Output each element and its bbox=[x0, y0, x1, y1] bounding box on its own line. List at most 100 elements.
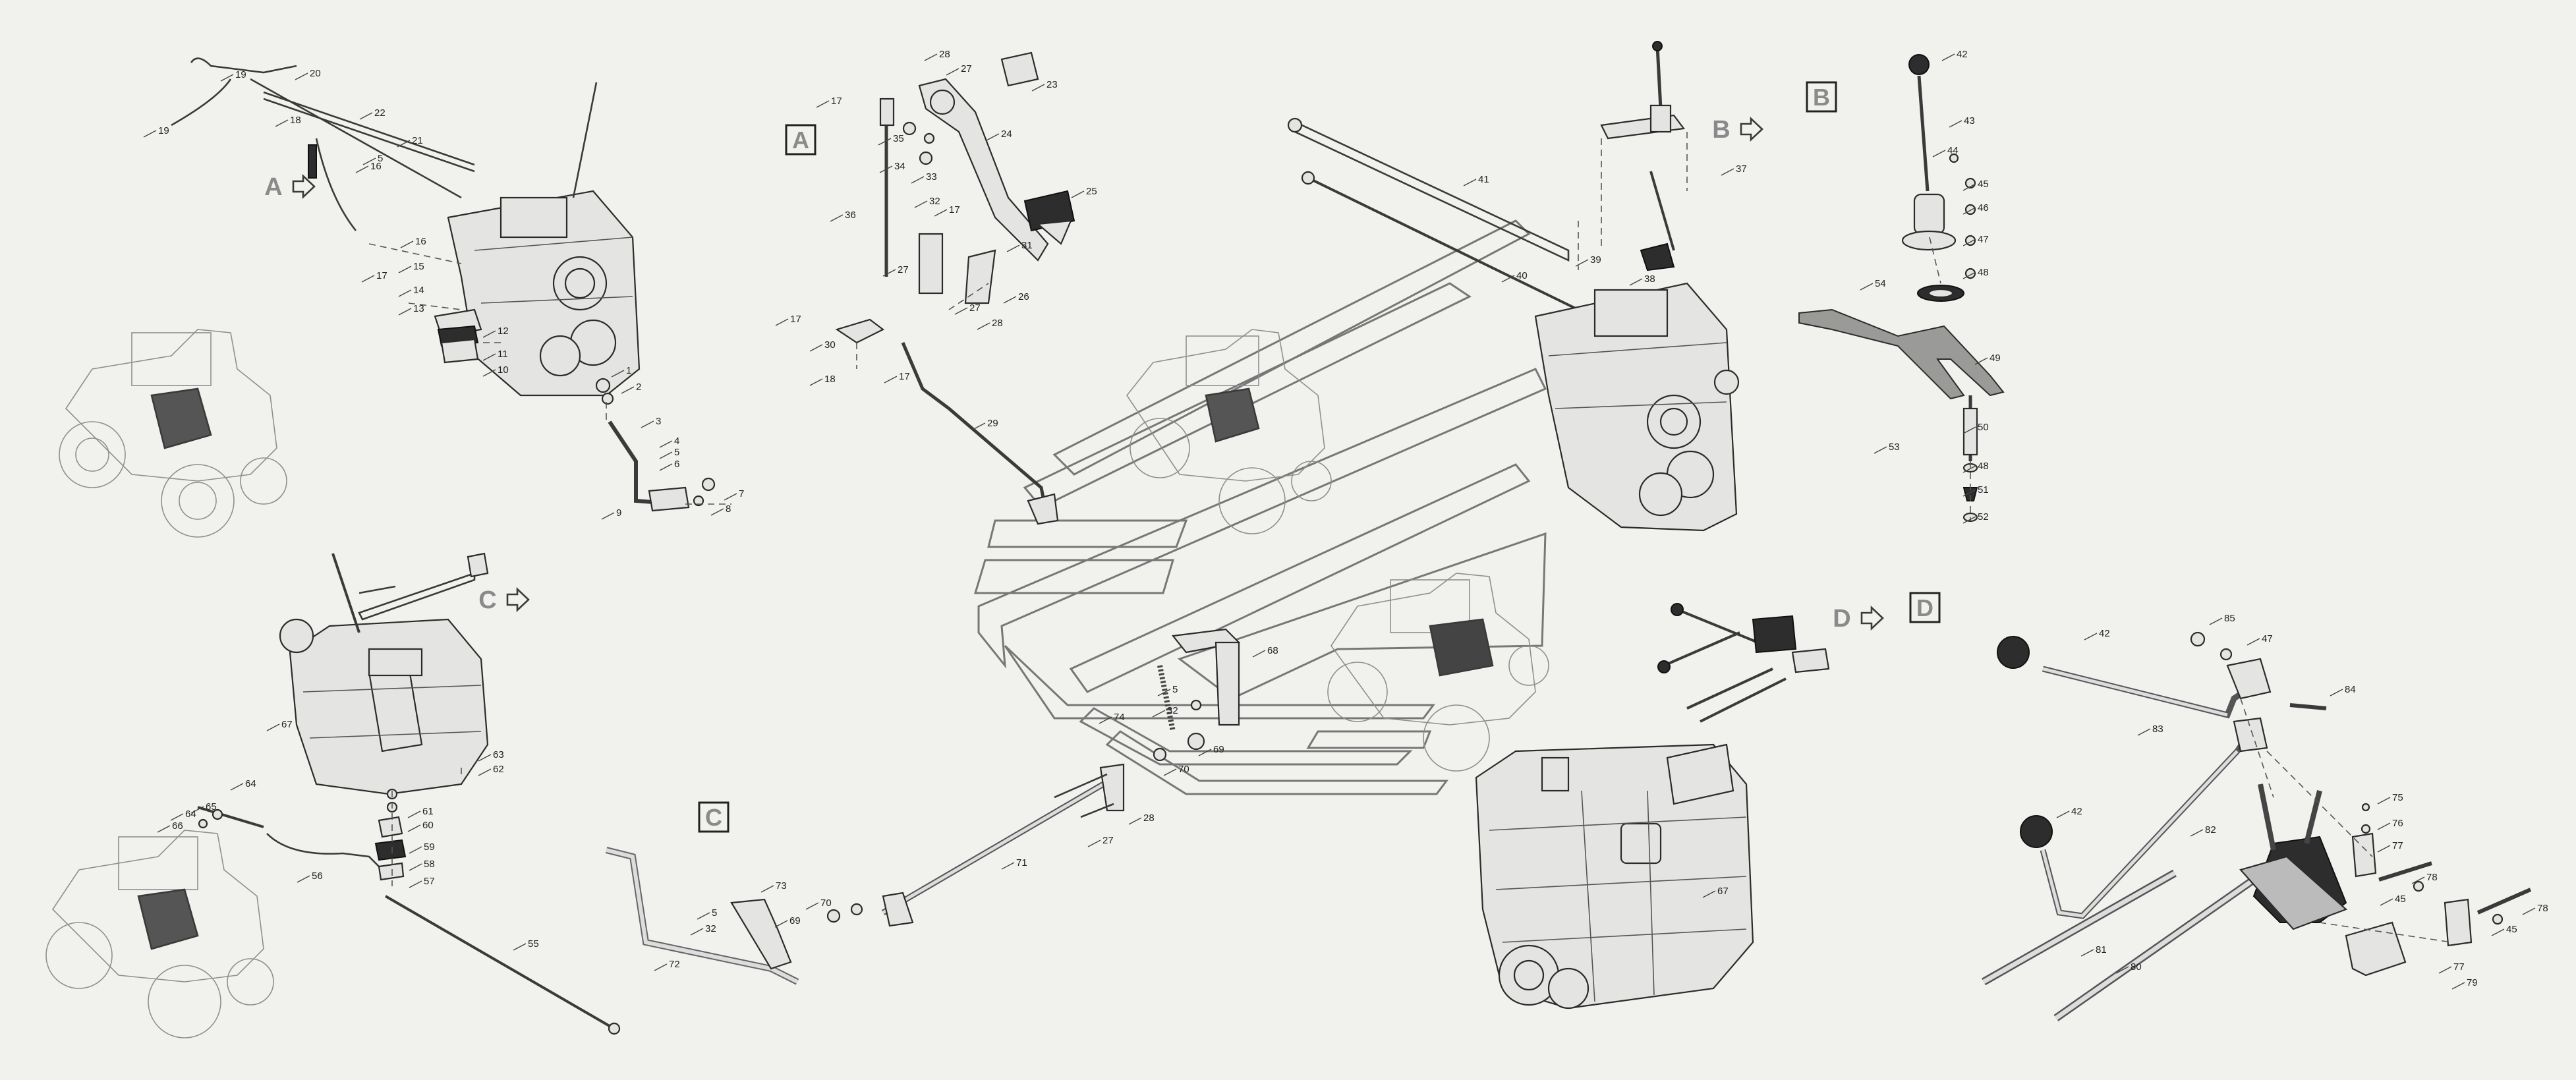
part-number: 75 bbox=[2392, 792, 2403, 803]
section-letter: A bbox=[264, 173, 282, 201]
callout-28: 28 bbox=[1128, 812, 1155, 825]
leader-line bbox=[1702, 890, 1716, 898]
section-box bbox=[785, 124, 816, 156]
part-number: 74 bbox=[1114, 712, 1125, 723]
leader-line bbox=[654, 963, 668, 971]
leader-line bbox=[2438, 966, 2452, 974]
leader-line bbox=[1962, 271, 1976, 279]
callout-10: 10 bbox=[482, 364, 509, 377]
part-number: 64 bbox=[185, 809, 196, 820]
part-number: 18 bbox=[824, 374, 836, 385]
leader-line bbox=[724, 493, 737, 501]
callout-40: 40 bbox=[1501, 270, 1528, 283]
part-number: 12 bbox=[498, 326, 509, 337]
rods-section-b bbox=[1287, 41, 1688, 311]
callout-4: 4 bbox=[659, 436, 679, 448]
part-number: 5 bbox=[1172, 684, 1178, 695]
part-number: 42 bbox=[2099, 628, 2110, 639]
part-number: 38 bbox=[1644, 273, 1655, 285]
leader-line bbox=[986, 133, 1000, 141]
part-number: 85 bbox=[2224, 613, 2235, 624]
part-number: 5 bbox=[712, 907, 717, 919]
callout-38: 38 bbox=[1629, 273, 1655, 286]
part-number: 66 bbox=[172, 820, 183, 832]
callout-39: 39 bbox=[1575, 254, 1601, 267]
callout-63: 63 bbox=[478, 749, 504, 762]
part-number: 53 bbox=[1889, 441, 1900, 453]
part-number: 34 bbox=[894, 161, 905, 172]
section-letter: C bbox=[705, 804, 722, 831]
callout-78: 78 bbox=[2522, 903, 2548, 915]
part-number: 67 bbox=[281, 719, 293, 730]
callout-76: 76 bbox=[2377, 818, 2403, 830]
leader-line bbox=[1501, 275, 1515, 283]
callout-17: 17 bbox=[361, 270, 387, 283]
leader-line bbox=[710, 508, 724, 516]
leader-line bbox=[2115, 966, 2129, 974]
leader-line bbox=[398, 289, 412, 297]
leader-line bbox=[760, 885, 774, 893]
callout-32: 32 bbox=[914, 196, 940, 208]
leader-line bbox=[1962, 207, 1976, 215]
leader-line bbox=[2451, 982, 2465, 990]
section-letter: A bbox=[792, 127, 809, 154]
leader-line bbox=[1071, 190, 1085, 198]
callout-69: 69 bbox=[774, 915, 801, 928]
part-number: 27 bbox=[969, 302, 981, 314]
part-number: 18 bbox=[290, 115, 301, 126]
callout-75: 75 bbox=[2377, 792, 2403, 805]
leader-line bbox=[2380, 898, 2393, 906]
part-number: 17 bbox=[376, 270, 387, 281]
part-number: 54 bbox=[1875, 278, 1886, 289]
section-letter: C bbox=[478, 586, 496, 614]
part-number: 48 bbox=[1978, 461, 1989, 472]
leader-line bbox=[1962, 516, 1976, 524]
callout-34: 34 bbox=[879, 161, 905, 173]
callout-62: 62 bbox=[478, 764, 504, 776]
leader-line bbox=[1962, 183, 1976, 191]
leader-line bbox=[275, 119, 289, 127]
callout-12: 12 bbox=[482, 326, 509, 338]
part-number: 61 bbox=[422, 806, 434, 817]
leader-line bbox=[1941, 53, 1955, 61]
callout-41: 41 bbox=[1463, 174, 1489, 186]
leader-line bbox=[659, 451, 673, 459]
callout-27: 27 bbox=[882, 264, 909, 277]
leader-line bbox=[407, 824, 421, 832]
callout-52: 52 bbox=[1962, 511, 1989, 524]
leader-line bbox=[1949, 120, 1962, 128]
callout-1: 1 bbox=[611, 365, 631, 378]
leader-line bbox=[1962, 426, 1976, 434]
part-number: 3 bbox=[656, 416, 661, 427]
gearbox-section-d bbox=[1475, 743, 1754, 1009]
section-label-sec-b: B bbox=[1806, 81, 1837, 113]
tractor-outline-top-left bbox=[59, 329, 287, 538]
part-number: 52 bbox=[1978, 511, 1989, 523]
part-number: 28 bbox=[939, 49, 950, 60]
lever-assembly-d bbox=[1982, 631, 2532, 1021]
leader-line bbox=[409, 863, 422, 871]
callout-51: 51 bbox=[1962, 484, 1989, 497]
leader-line bbox=[1962, 489, 1976, 497]
leader-line bbox=[482, 369, 496, 377]
pointer-arrow-icon bbox=[506, 586, 530, 613]
part-number: 41 bbox=[1478, 174, 1489, 185]
part-number: 72 bbox=[669, 959, 680, 970]
leader-line bbox=[2491, 928, 2505, 936]
leader-line bbox=[1252, 650, 1266, 658]
part-number: 73 bbox=[776, 880, 787, 892]
leader-line bbox=[359, 112, 373, 120]
leader-line bbox=[774, 920, 788, 928]
part-number: 78 bbox=[2537, 903, 2548, 914]
part-number: 19 bbox=[235, 69, 246, 80]
leader-line bbox=[362, 157, 376, 165]
leader-line bbox=[1003, 296, 1017, 304]
callout-44: 44 bbox=[1932, 145, 1959, 157]
leader-line bbox=[924, 53, 938, 61]
callout-28: 28 bbox=[924, 49, 950, 61]
part-number: 1 bbox=[626, 365, 631, 376]
callout-20: 20 bbox=[295, 68, 321, 80]
tractor-outline-bottom-left bbox=[45, 830, 274, 1038]
part-number: 33 bbox=[926, 171, 937, 183]
